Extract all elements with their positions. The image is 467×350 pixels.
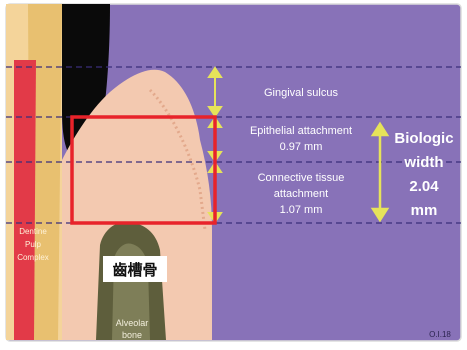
label-epithelial-attachment: Epithelial attachment [250, 125, 352, 137]
label-connective-value: 1.07 mm [280, 204, 323, 216]
label-bone: bone [122, 330, 142, 340]
label-attachment: attachment [274, 188, 328, 200]
label-width: width [403, 154, 443, 171]
label-biologic: Biologic [394, 130, 453, 147]
caption-alveolar-bone-chinese: 齒槽骨 [103, 256, 167, 282]
label-dentine: Dentine [19, 227, 47, 236]
label-connective-tissue: Connective tissue [258, 172, 345, 184]
label-alveolar: Alveolar [116, 318, 149, 328]
label-epithelial-value: 0.97 mm [280, 141, 323, 153]
label-width-value: 2.04 [409, 178, 439, 195]
label-gingival-sulcus: Gingival sulcus [264, 87, 338, 99]
credit-label: O.I.18 [429, 330, 451, 339]
label-width-unit: mm [411, 202, 438, 219]
label-complex: Complex [17, 253, 49, 262]
label-pulp: Pulp [25, 240, 42, 249]
pulp-chamber [14, 60, 36, 340]
